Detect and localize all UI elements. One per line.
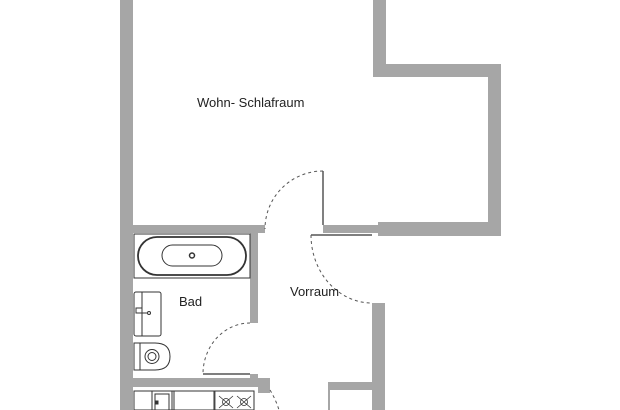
room-label-vorraum: Vorraum	[290, 284, 340, 299]
entry-door[interactable]	[269, 389, 280, 410]
wall-kitchen-top	[328, 382, 378, 390]
washbasin	[133, 291, 162, 337]
wall-bath-bottom-stub	[258, 383, 270, 393]
bedroom-door[interactable]	[264, 170, 324, 230]
bathtub	[133, 233, 251, 279]
wall-bath-bottom	[133, 378, 270, 387]
wall-upper-right-vertical	[373, 0, 386, 77]
wall-bedroom-bottom-right	[323, 225, 378, 233]
stove	[214, 390, 255, 410]
toilet	[133, 342, 171, 371]
wall-bedroom-bottom-right-thick	[378, 222, 501, 236]
vorraum-door[interactable]	[310, 234, 373, 304]
wall-vorraum-right	[372, 303, 385, 410]
room-label-wohn-schlafraum: Wohn- Schlafraum	[197, 95, 305, 110]
wall-kitchen-left	[328, 382, 330, 410]
wall-right-outer	[488, 64, 501, 236]
kitchen-sink	[151, 390, 173, 410]
wall-upper-right-horizontal	[373, 64, 501, 77]
drain-icon	[188, 252, 196, 259]
wall-bath-right	[250, 233, 258, 323]
wall-left-outer	[120, 0, 133, 410]
walls	[120, 0, 501, 410]
bathroom-door[interactable]	[202, 322, 251, 375]
room-label-bad: Bad	[179, 294, 203, 309]
wall-bedroom-bottom-left	[133, 225, 265, 233]
